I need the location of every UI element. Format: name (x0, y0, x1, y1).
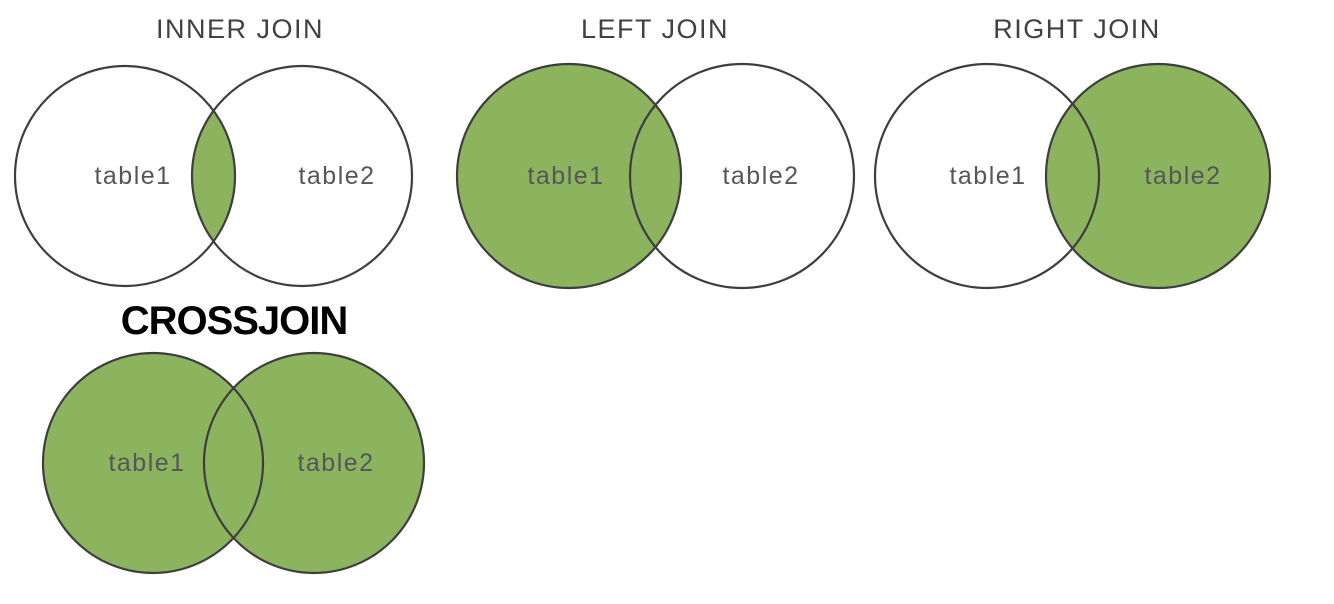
left-circle-label: table1 (527, 162, 604, 190)
diagram-inner-join: INNER JOIN table1 table2 (13, 14, 414, 288)
left-circle (13, 64, 237, 288)
right-circle (202, 351, 426, 575)
left-circle (455, 62, 683, 290)
right-circle-label: table2 (297, 449, 374, 477)
right-circle-label: table2 (1144, 162, 1221, 190)
left-join-title: LEFT JOIN (581, 14, 729, 44)
left-circle-highlight (457, 64, 681, 288)
left-circle (41, 351, 265, 575)
right-circle-label: table2 (298, 162, 375, 190)
inner-join-title: INNER JOIN (156, 14, 324, 44)
left-circle (873, 62, 1101, 290)
diagram-left-join: LEFT JOIN table1 table2 (455, 14, 856, 290)
right-circle-highlight (1046, 64, 1270, 288)
right-circle-label: table2 (722, 162, 799, 190)
diagram-right-join: RIGHT JOIN table1 table2 (873, 14, 1272, 290)
right-join-title: RIGHT JOIN (993, 14, 1161, 44)
cross-join-title: CROSSJOIN (121, 299, 348, 343)
right-circle (628, 62, 856, 290)
right-circle (190, 64, 414, 288)
right-circle-highlight (204, 353, 424, 573)
left-circle-highlight (43, 353, 263, 573)
right-circle (1044, 62, 1272, 290)
diagram-cross-join: CROSSJOIN table1 table2 (41, 299, 426, 575)
left-circle-label: table1 (108, 449, 185, 477)
left-circle-label: table1 (949, 162, 1026, 190)
left-circle-label: table1 (94, 162, 171, 190)
